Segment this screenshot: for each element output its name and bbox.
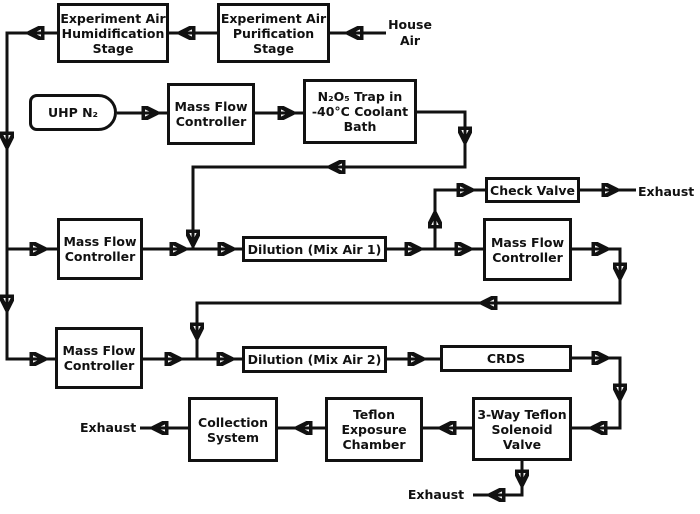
label-exhaust-collection: Exhaust [80,420,137,435]
node-experiment-air-humidification-stage: Experiment Air Humidification Stage [57,3,169,63]
label-exhaust-check-valve: Exhaust [638,184,695,199]
arrowheads-group [7,33,620,495]
node-experiment-air-purification-stage: Experiment Air Purification Stage [217,3,330,63]
node-uhp-n2-cylinder: UHP N₂ [29,94,117,131]
node-n2o5-trap-coolant-bath: N₂O₅ Trap in -40°C Coolant Bath [303,79,417,144]
label-house-air: House Air [388,17,432,48]
node-teflon-exposure-chamber: Teflon Exposure Chamber [325,397,423,462]
label-exhaust-valve-bottom: Exhaust [407,487,465,502]
node-dilution-mix-air-2: Dilution (Mix Air 2) [242,346,387,373]
node-check-valve: Check Valve [485,177,580,203]
node-mass-flow-controller-mix1-in: Mass Flow Controller [57,218,143,280]
node-dilution-mix-air-1: Dilution (Mix Air 1) [242,236,387,262]
node-mass-flow-controller-mix1-out: Mass Flow Controller [483,218,572,281]
node-mass-flow-controller-n2: Mass Flow Controller [167,83,255,145]
node-crds: CRDS [440,345,572,372]
node-mass-flow-controller-mix2-in: Mass Flow Controller [55,327,143,389]
node-collection-system: Collection System [188,397,278,462]
node-3way-teflon-solenoid-valve: 3-Way Teflon Solenoid Valve [472,397,572,461]
